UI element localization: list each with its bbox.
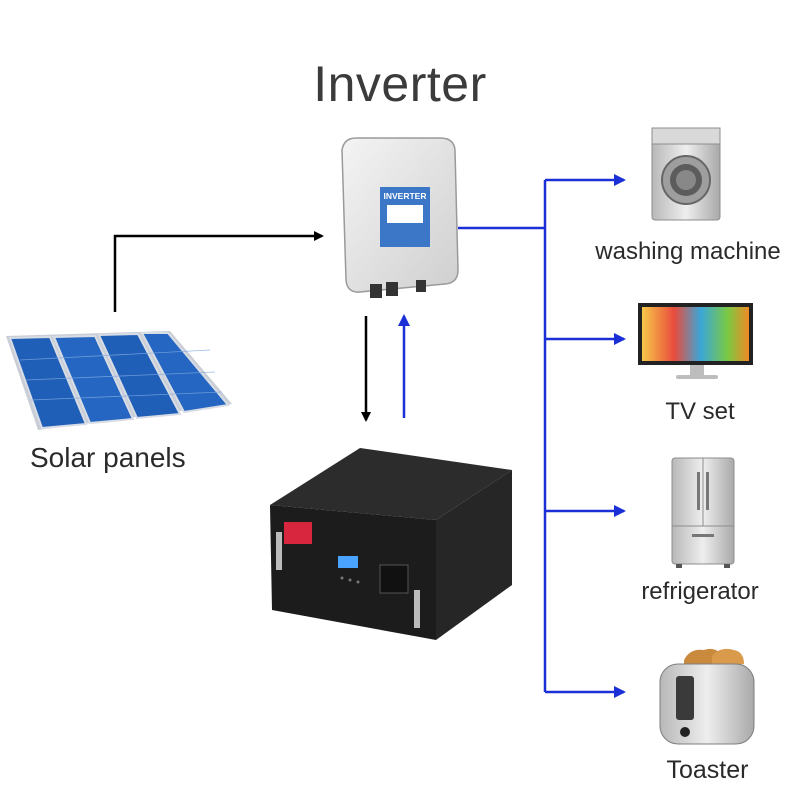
output-bus [458, 180, 547, 692]
solar-panel-icon [6, 331, 232, 430]
refrigerator-label: refrigerator [641, 578, 759, 605]
tv-icon [638, 303, 753, 379]
solar-panels-label: Solar panels [30, 442, 186, 473]
diagram-title: Inverter [313, 56, 487, 112]
toaster-label: Toaster [666, 756, 749, 784]
inverter-icon: INVERTER [341, 137, 459, 298]
toaster-icon [659, 648, 755, 745]
tv-set-label: TV set [665, 398, 735, 425]
solar-to-inverter-arrow [113, 231, 324, 312]
inverter-panel-label: INVERTER [384, 191, 427, 201]
refrigerator-icon [671, 457, 735, 568]
washing-machine-label: washing machine [595, 238, 781, 265]
battery-icon [270, 448, 512, 640]
washing-machine-icon [651, 127, 721, 221]
